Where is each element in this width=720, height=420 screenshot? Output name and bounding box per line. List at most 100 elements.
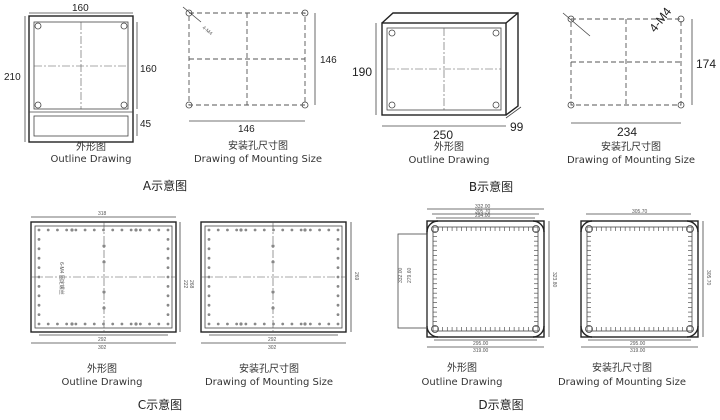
d-outline-drawing: 332.00 305.70 294.00 332.00 279.60 323.8… xyxy=(397,204,557,354)
rib-dot-icon xyxy=(271,260,275,264)
rib-dot-icon xyxy=(239,228,243,232)
rib-dot-icon xyxy=(166,275,170,279)
c-r1-dim: 222 xyxy=(182,280,188,289)
rib-dot-icon xyxy=(271,244,275,248)
a-mount-caption-en: Drawing of Mounting Size xyxy=(194,154,322,165)
rib-dot-icon xyxy=(37,266,41,269)
rib-dot-icon xyxy=(111,228,115,232)
a-height-dim: 210 xyxy=(4,72,21,83)
rib-dot-icon xyxy=(83,228,87,232)
c-mount-bottom-inner-dim: 292 xyxy=(268,337,277,343)
rib-dot-icon xyxy=(216,228,220,232)
rib-dot-icon xyxy=(83,322,87,326)
rib-dot-icon xyxy=(303,228,307,232)
rib-dot-icon xyxy=(272,322,275,326)
screw-icon xyxy=(431,325,439,333)
a-bottom-dim: 45 xyxy=(140,119,152,130)
b-mount-drawing: 4-M4 174 234 xyxy=(562,4,716,139)
rib-dot-icon xyxy=(166,228,170,232)
rib-dot-icon xyxy=(271,290,275,294)
rib-dot-icon xyxy=(102,290,106,294)
rib-dot-icon xyxy=(166,285,170,288)
c-bottom-dim: 302 xyxy=(98,345,107,351)
b-height-dim: 190 xyxy=(352,65,372,79)
d-top2-dim: 305.70 xyxy=(475,209,491,215)
c-top-dim: 318 xyxy=(98,211,107,217)
screw-icon xyxy=(34,22,42,30)
rib-dot-icon xyxy=(102,260,106,264)
rib-dot-icon xyxy=(102,306,106,310)
screw-icon xyxy=(120,22,128,30)
rib-dot-icon xyxy=(271,306,275,310)
mount-hole-icon xyxy=(185,9,193,17)
rib-dot-icon xyxy=(207,266,211,269)
rib-dot-icon xyxy=(299,322,303,326)
rib-dot-icon xyxy=(336,313,340,316)
mount-hole-icon xyxy=(301,101,309,109)
b-mount-caption-en: Drawing of Mounting Size xyxy=(567,155,695,166)
a-outline-caption-en: Outline Drawing xyxy=(51,154,132,165)
rib-dot-icon xyxy=(235,322,239,326)
rib-dot-icon xyxy=(299,228,303,232)
rib-dot-icon xyxy=(226,228,229,232)
rib-dot-icon xyxy=(37,285,41,288)
d-side-flange xyxy=(397,233,428,329)
b-box-front xyxy=(381,22,507,116)
rib-dot-icon xyxy=(166,303,170,307)
a-box-body xyxy=(28,15,134,143)
rib-dot-icon xyxy=(166,266,170,269)
rib-dot-icon xyxy=(138,228,142,232)
d-left1-dim: 332.00 xyxy=(398,267,404,283)
d-box-body xyxy=(426,220,545,338)
c-outline-caption-cn: 外形图 xyxy=(87,363,117,375)
rib-dot-icon xyxy=(207,313,211,316)
rib-dot-icon xyxy=(46,322,50,326)
c-mount-bottom-dim: 302 xyxy=(268,345,277,351)
d-mount-rib-ticks xyxy=(587,227,692,331)
rib-dot-icon xyxy=(207,228,211,232)
rib-dot-icon xyxy=(129,228,133,232)
screw-icon xyxy=(492,29,500,37)
rib-dot-icon xyxy=(253,322,257,326)
section-d-title: D示意图 xyxy=(478,397,523,412)
mount-hole-icon xyxy=(567,101,575,109)
rib-dot-icon xyxy=(262,228,266,232)
b-width-dim: 250 xyxy=(433,128,453,142)
rib-dot-icon xyxy=(148,322,151,326)
d-mount-top1-dim: 305.70 xyxy=(632,209,648,215)
a-outline-drawing: 160 210 160 45 xyxy=(4,3,157,143)
rib-dot-icon xyxy=(239,322,243,326)
a-mount-h-dim: 146 xyxy=(320,55,337,66)
rib-dot-icon xyxy=(37,228,41,232)
screw-icon xyxy=(532,225,540,233)
rib-dot-icon xyxy=(166,247,170,251)
screw-icon xyxy=(120,101,128,109)
rib-dot-icon xyxy=(235,228,239,232)
rib-dot-icon xyxy=(37,313,41,316)
rib-dot-icon xyxy=(166,294,170,298)
c-outline-caption-en: Outline Drawing xyxy=(62,377,143,388)
mount-hole-icon xyxy=(677,101,685,109)
rib-dot-icon xyxy=(37,247,41,251)
screw-icon xyxy=(492,101,500,109)
rib-dot-icon xyxy=(65,322,69,326)
b-outline-caption-en: Outline Drawing xyxy=(409,155,490,166)
rib-dot-icon xyxy=(102,244,106,248)
rib-dot-icon xyxy=(166,313,170,316)
rib-dot-icon xyxy=(92,228,96,232)
rib-dot-icon xyxy=(120,228,124,232)
c-outline-drawing: 318 6-M4 固定螺丝 222 268 292 302 xyxy=(30,211,194,351)
rib-dot-icon xyxy=(148,228,151,232)
rib-dot-icon xyxy=(336,303,340,307)
rib-dot-icon xyxy=(253,228,257,232)
b-outline-drawing: 190 250 99 xyxy=(352,12,524,142)
d-mount-body xyxy=(580,220,699,338)
section-b-title: B示意图 xyxy=(469,179,513,194)
c-bottom-inner-dim: 292 xyxy=(98,337,107,343)
d-mount-bottom2-dim: 319.00 xyxy=(630,348,646,354)
rib-dot-icon xyxy=(207,238,211,241)
mount-hole-icon xyxy=(301,9,309,17)
rib-dot-icon xyxy=(102,322,105,326)
rib-dot-icon xyxy=(70,228,74,232)
